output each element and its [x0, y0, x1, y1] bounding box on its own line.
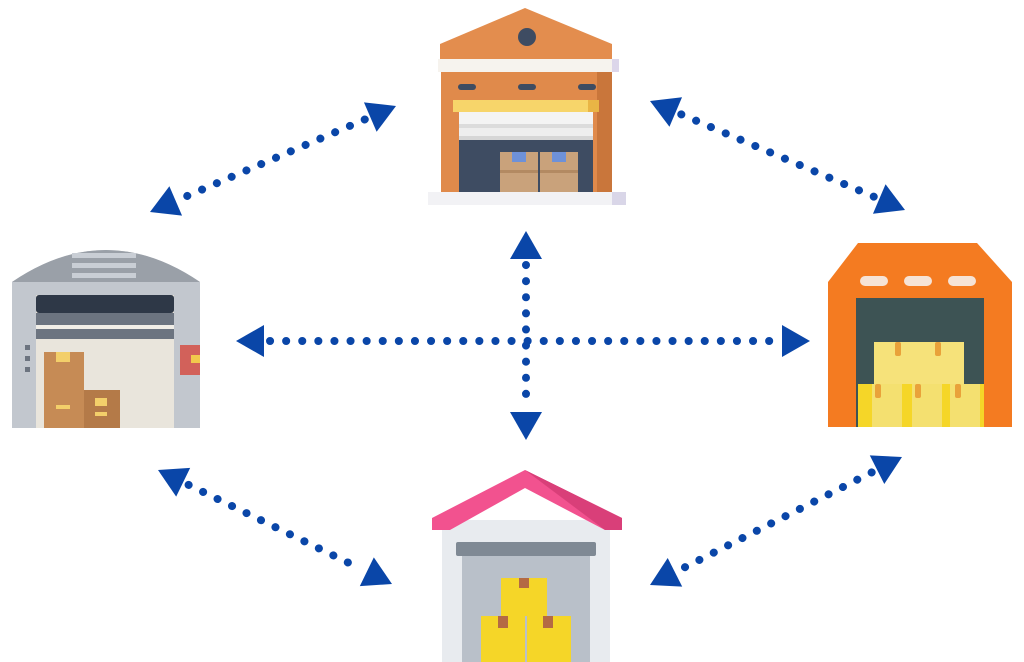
- pink-roof-warehouse-icon: [432, 470, 622, 662]
- arrowhead: [869, 455, 902, 484]
- dotted-line: [677, 110, 878, 201]
- dotted-line: [184, 480, 366, 574]
- orange-warehouse-icon: [428, 8, 626, 205]
- dotted-line: [177, 115, 369, 203]
- gray-domed-warehouse-icon: [12, 250, 200, 428]
- arrowhead: [236, 325, 264, 357]
- dotted-line: [676, 468, 876, 574]
- arrowhead: [150, 186, 183, 216]
- connector-top-right: [650, 97, 905, 214]
- arrowhead: [510, 412, 542, 440]
- arrowhead: [158, 467, 191, 497]
- connector-left-bottom: [158, 467, 392, 587]
- arrowhead: [510, 231, 542, 259]
- connector-left-right: [236, 325, 810, 357]
- arrowhead: [872, 184, 905, 214]
- arrowhead: [650, 558, 683, 587]
- connector-top-left: [150, 102, 396, 216]
- arrowhead: [782, 325, 810, 357]
- connectors: [150, 97, 905, 587]
- arrowhead: [359, 557, 392, 587]
- orange-hangar-warehouse-icon: [828, 243, 1012, 427]
- arrowhead: [650, 97, 683, 127]
- connector-right-bottom: [650, 455, 902, 587]
- connector-top-bottom: [510, 231, 542, 440]
- arrowhead: [363, 102, 396, 132]
